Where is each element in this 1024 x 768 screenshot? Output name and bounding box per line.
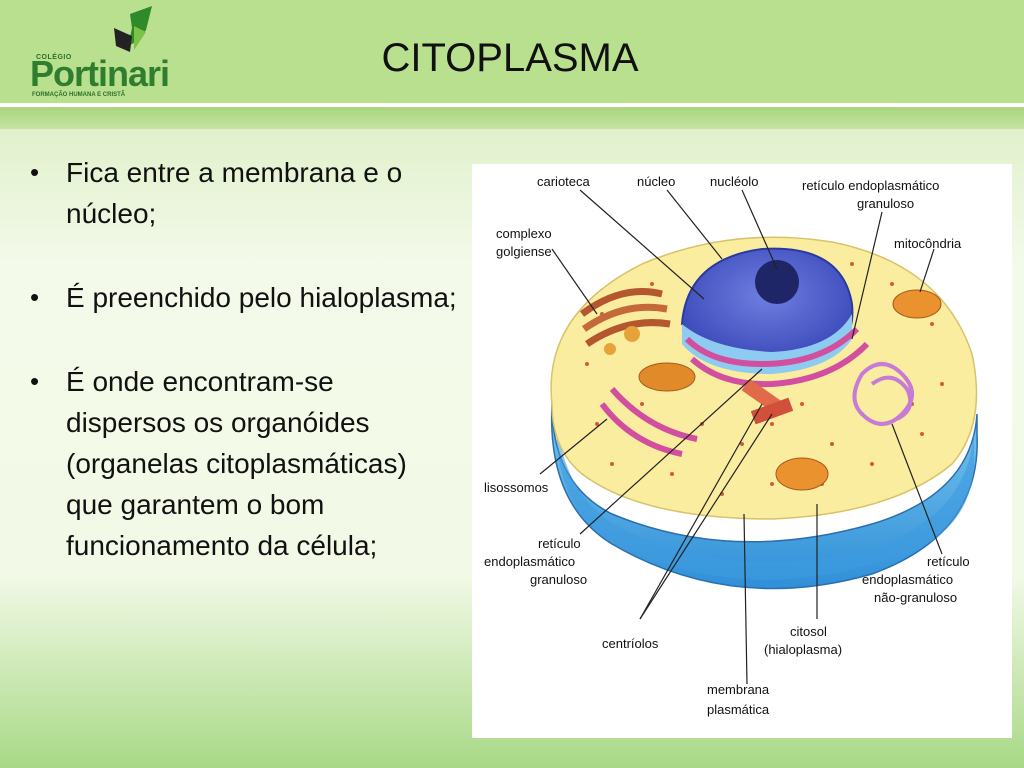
golgi-complex [579, 288, 671, 355]
bullet-list: • Fica entre a membrana e o núcleo; • É … [30, 152, 460, 609]
bullet-item: • É preenchido pelo hialoplasma; [30, 277, 460, 318]
mitochondrion-left [638, 362, 696, 392]
label-citosol-2: (hialoplasma) [764, 642, 842, 657]
cell-diagram: carioteca núcleo nucléolo retículo endop… [472, 164, 1012, 738]
cell-membrane-wall [550, 403, 978, 590]
centrioles [741, 378, 794, 425]
bullet-marker: • [30, 157, 40, 187]
cell-illustration: carioteca núcleo nucléolo retículo endop… [484, 174, 978, 717]
label-golgi-2: golgiense [496, 244, 552, 259]
label-ren-2: endoplasmático [862, 572, 953, 587]
label-lisossomos: lisossomos [484, 480, 549, 495]
label-rer-left-2: endoplasmático [484, 554, 575, 569]
label-rer-left: retículo [538, 536, 581, 551]
logo-tagline: FORMAÇÃO HUMANA E CRISTÃ [32, 92, 126, 98]
label-ren-3: não-granuloso [874, 590, 957, 605]
label-nucleo: núcleo [637, 174, 675, 189]
header-divider [0, 103, 1024, 107]
logo-small-text: COLÉGIO [36, 54, 72, 61]
rough-er [599, 326, 870, 457]
label-centriolos: centríolos [602, 636, 659, 651]
label-golgi: complexo [496, 226, 552, 241]
label-rer-left-3: granuloso [530, 572, 587, 587]
label-carioteca: carioteca [537, 174, 591, 189]
bullet-item: • Fica entre a membrana e o núcleo; [30, 152, 460, 234]
label-rer-top-2: granuloso [857, 196, 914, 211]
label-mitocondria: mitocôndria [894, 236, 962, 251]
logo-name: Portinari [30, 53, 170, 94]
leader-lines [539, 189, 943, 685]
label-rer-top: retículo endoplasmático [802, 178, 939, 193]
bullet-item: • É onde encontram-se dispersos os organ… [30, 361, 460, 566]
nucleolus [755, 260, 799, 304]
label-ren: retículo [927, 554, 970, 569]
bullet-text: É onde encontram-se dispersos os organói… [66, 366, 407, 561]
header-band [0, 107, 1024, 129]
mitochondrion-bottom [775, 457, 829, 491]
label-nucleolo: nucléolo [710, 174, 758, 189]
bullet-text: Fica entre a membrana e o núcleo; [66, 157, 403, 229]
bullet-marker: • [30, 366, 40, 396]
leaf-logo-icon [114, 6, 152, 52]
slide-title: CITOPLASMA [381, 36, 639, 80]
label-membrana: membrana [707, 682, 770, 697]
header-bar [0, 0, 1024, 103]
mitochondrion-right [892, 289, 942, 319]
label-citosol: citosol [790, 624, 827, 639]
bullet-marker: • [30, 282, 40, 312]
bullet-text: É preenchido pelo hialoplasma; [66, 282, 457, 313]
smooth-er [852, 362, 914, 426]
school-logo: COLÉGIO Portinari FORMAÇÃO HUMANA E CRIS… [30, 6, 170, 100]
label-membrana-2: plasmática [707, 702, 770, 717]
